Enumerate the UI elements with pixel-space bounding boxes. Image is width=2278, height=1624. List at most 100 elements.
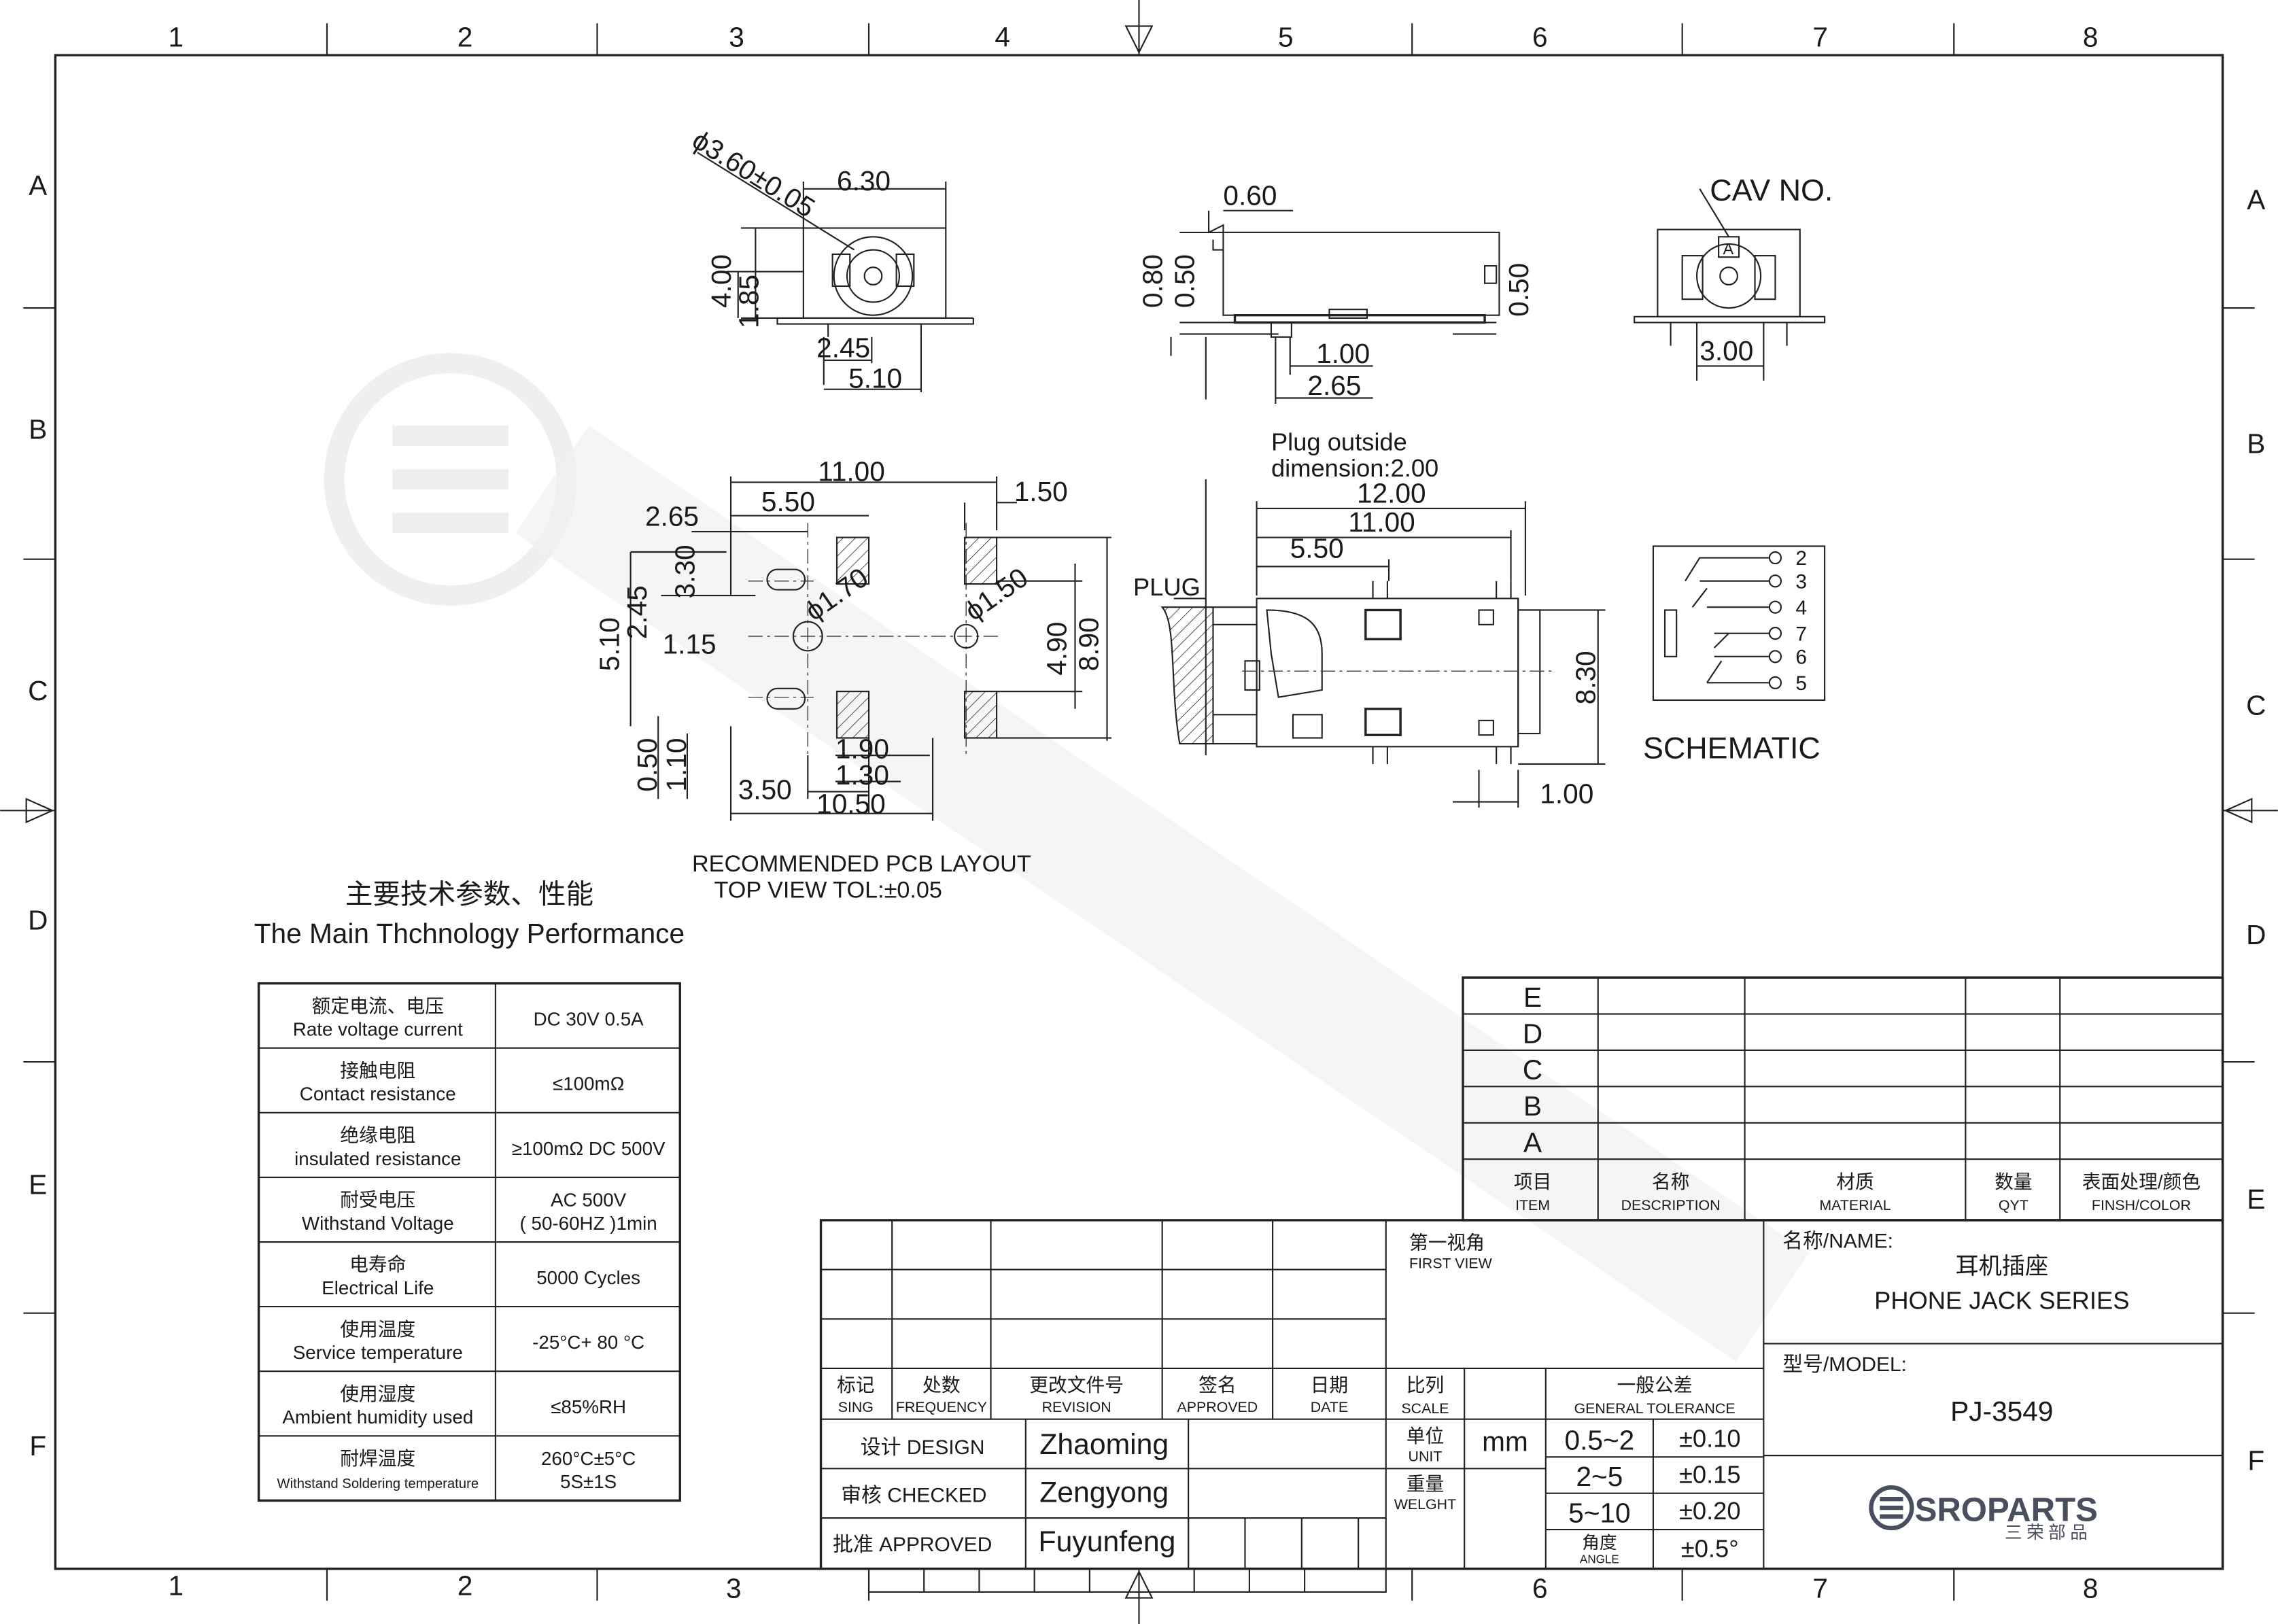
- spec-label-cn: 耐焊温度: [340, 1448, 415, 1469]
- top-view: Plug outside dimension:2.00 12.00 11.00 …: [1133, 428, 1606, 810]
- grid-row: E: [2247, 1184, 2265, 1215]
- svg-text:SROPARTS: SROPARTS: [1915, 1491, 2098, 1528]
- dim-label: 1.00: [1316, 338, 1370, 369]
- spec-label-cn: 接触电阻: [340, 1060, 415, 1081]
- scale-cn: 比列: [1407, 1375, 1445, 1396]
- dim-label: 12.00: [1357, 477, 1426, 508]
- pcb-caption: RECOMMENDED PCB LAYOUT: [692, 851, 1031, 877]
- dim-label: 1.90: [835, 733, 889, 764]
- dim-label: 1.50: [1014, 476, 1068, 507]
- revision-row-label: E: [1523, 982, 1542, 1013]
- pin-number: 3: [1795, 570, 1807, 593]
- first-view-en: FIRST VIEW: [1409, 1255, 1493, 1271]
- revision-header-cn: 材质: [1836, 1171, 1874, 1192]
- revision-row-label: C: [1523, 1054, 1542, 1086]
- dim-label: 5.50: [761, 486, 815, 517]
- dim-label: 11.00: [818, 455, 885, 487]
- dim-label: 5.50: [1290, 533, 1344, 564]
- angle-tolerance: ±0.5°: [1681, 1535, 1739, 1563]
- revision-header-cn: 表面处理/颜色: [2082, 1171, 2201, 1192]
- pcb-caption: TOP VIEW TOL:±0.05: [714, 878, 942, 903]
- spec-label-en: Withstand Voltage: [302, 1213, 454, 1234]
- spec-label-en: insulated resistance: [294, 1148, 461, 1169]
- revision-header-cn: 项目: [1514, 1171, 1552, 1192]
- model-label: 型号/MODEL:: [1782, 1353, 1907, 1376]
- tolerance-value: ±0.15: [1679, 1461, 1741, 1489]
- grid-col: 8: [2083, 21, 2099, 52]
- dim-label: 0.60: [1223, 179, 1277, 211]
- grid-row: D: [2246, 919, 2266, 950]
- spec-label-en: Electrical Life: [322, 1277, 434, 1298]
- spec-value: 260°C±5°C: [541, 1448, 636, 1469]
- spec-label-cn: 使用温度: [340, 1319, 415, 1340]
- grid-row: F: [29, 1430, 46, 1462]
- dim-label: 8.30: [1570, 651, 1601, 704]
- dim-label: 10.50: [816, 789, 886, 820]
- spec-value: ( 50-60HZ )1min: [520, 1213, 657, 1234]
- spec-label-en: Contact resistance: [300, 1084, 456, 1105]
- dim-label: 1.15: [663, 629, 717, 660]
- unit-en: UNIT: [1409, 1449, 1443, 1465]
- dim-label: 8.90: [1073, 617, 1105, 671]
- schematic-label: SCHEMATIC: [1643, 730, 1820, 765]
- grid-col: 3: [726, 1573, 742, 1604]
- plug-label: PLUG: [1133, 573, 1201, 601]
- revision-header-en: QYT: [1999, 1197, 2029, 1213]
- dim-label: 0.50: [1169, 254, 1201, 308]
- grid-row: A: [29, 169, 47, 201]
- change-header-en: FREQUENCY: [896, 1399, 987, 1415]
- dim-label: 0.50: [1503, 263, 1534, 317]
- weight-en: WELGHT: [1394, 1496, 1456, 1513]
- spec-label-cn: 电寿命: [349, 1254, 406, 1275]
- grid-row: A: [2247, 184, 2265, 215]
- dim-label: 3.30: [670, 545, 701, 598]
- pin-number: 4: [1795, 597, 1807, 619]
- dim-label: 4.90: [1041, 622, 1073, 676]
- revision-header-en: FINSH/COLOR: [2092, 1197, 2191, 1213]
- first-view-cn: 第一视角: [1409, 1232, 1485, 1254]
- side-view: 0.60 0.80 0.50 0.50 1.00 2.65: [1137, 179, 1534, 404]
- grid-row: C: [28, 675, 48, 706]
- performance-title-en: The Main Thchnology Performance: [254, 918, 685, 949]
- change-header-en: REVISION: [1042, 1399, 1111, 1415]
- spec-value: DC 30V 0.5A: [534, 1009, 644, 1030]
- tolerance-range: 5~10: [1568, 1497, 1630, 1528]
- change-header-cn: 标记: [837, 1375, 875, 1396]
- spec-value: -25°C+ 80 °C: [532, 1332, 644, 1353]
- grid-col: 1: [168, 1570, 184, 1601]
- approved-role: 批准 APPROVED: [833, 1534, 992, 1556]
- plug-note: dimension:2.00: [1271, 454, 1438, 482]
- spec-label-en: Withstand Soldering temperature: [277, 1476, 479, 1491]
- end-view: CAV NO. A 3.00: [1634, 173, 1833, 381]
- scale-en: SCALE: [1401, 1400, 1449, 1417]
- plug-note: Plug outside: [1271, 428, 1407, 455]
- spec-label-cn: 额定电流、电压: [312, 995, 444, 1016]
- cav-label: CAV NO.: [1710, 173, 1833, 207]
- performance-title-cn: 主要技术参数、性能: [345, 878, 593, 910]
- spec-value: 5000 Cycles: [536, 1267, 640, 1288]
- dim-label: 3.50: [738, 774, 792, 805]
- grid-col: 6: [1532, 21, 1548, 52]
- dim-label: 0.80: [1137, 254, 1169, 308]
- pin-number: 2: [1795, 547, 1807, 570]
- grid-row: C: [2246, 689, 2266, 721]
- performance-section: 主要技术参数、性能 The Main Thchnology Performanc…: [254, 878, 685, 1502]
- change-header-en: DATE: [1311, 1399, 1348, 1415]
- grid-row: B: [29, 413, 47, 445]
- spec-label-cn: 耐受电压: [340, 1190, 415, 1211]
- grid-col: 5: [1278, 21, 1294, 52]
- revision-header-en: ITEM: [1515, 1197, 1550, 1213]
- angle-cn: 角度: [1582, 1533, 1617, 1553]
- name-label: 名称/NAME:: [1782, 1230, 1893, 1253]
- tolerance-cn: 一般公差: [1617, 1375, 1693, 1396]
- revision-row-label: B: [1523, 1090, 1542, 1122]
- pin-number: 6: [1795, 646, 1807, 669]
- product-name-en: PHONE JACK SERIES: [1874, 1286, 2129, 1314]
- revision-row-label: D: [1523, 1018, 1542, 1049]
- spec-value: 5S±1S: [560, 1471, 617, 1492]
- revision-header-cn: 名称: [1652, 1171, 1690, 1192]
- grid-col: 6: [1532, 1573, 1548, 1604]
- spec-value: AC 500V: [551, 1190, 627, 1211]
- checked-name: Zengyong: [1039, 1476, 1169, 1509]
